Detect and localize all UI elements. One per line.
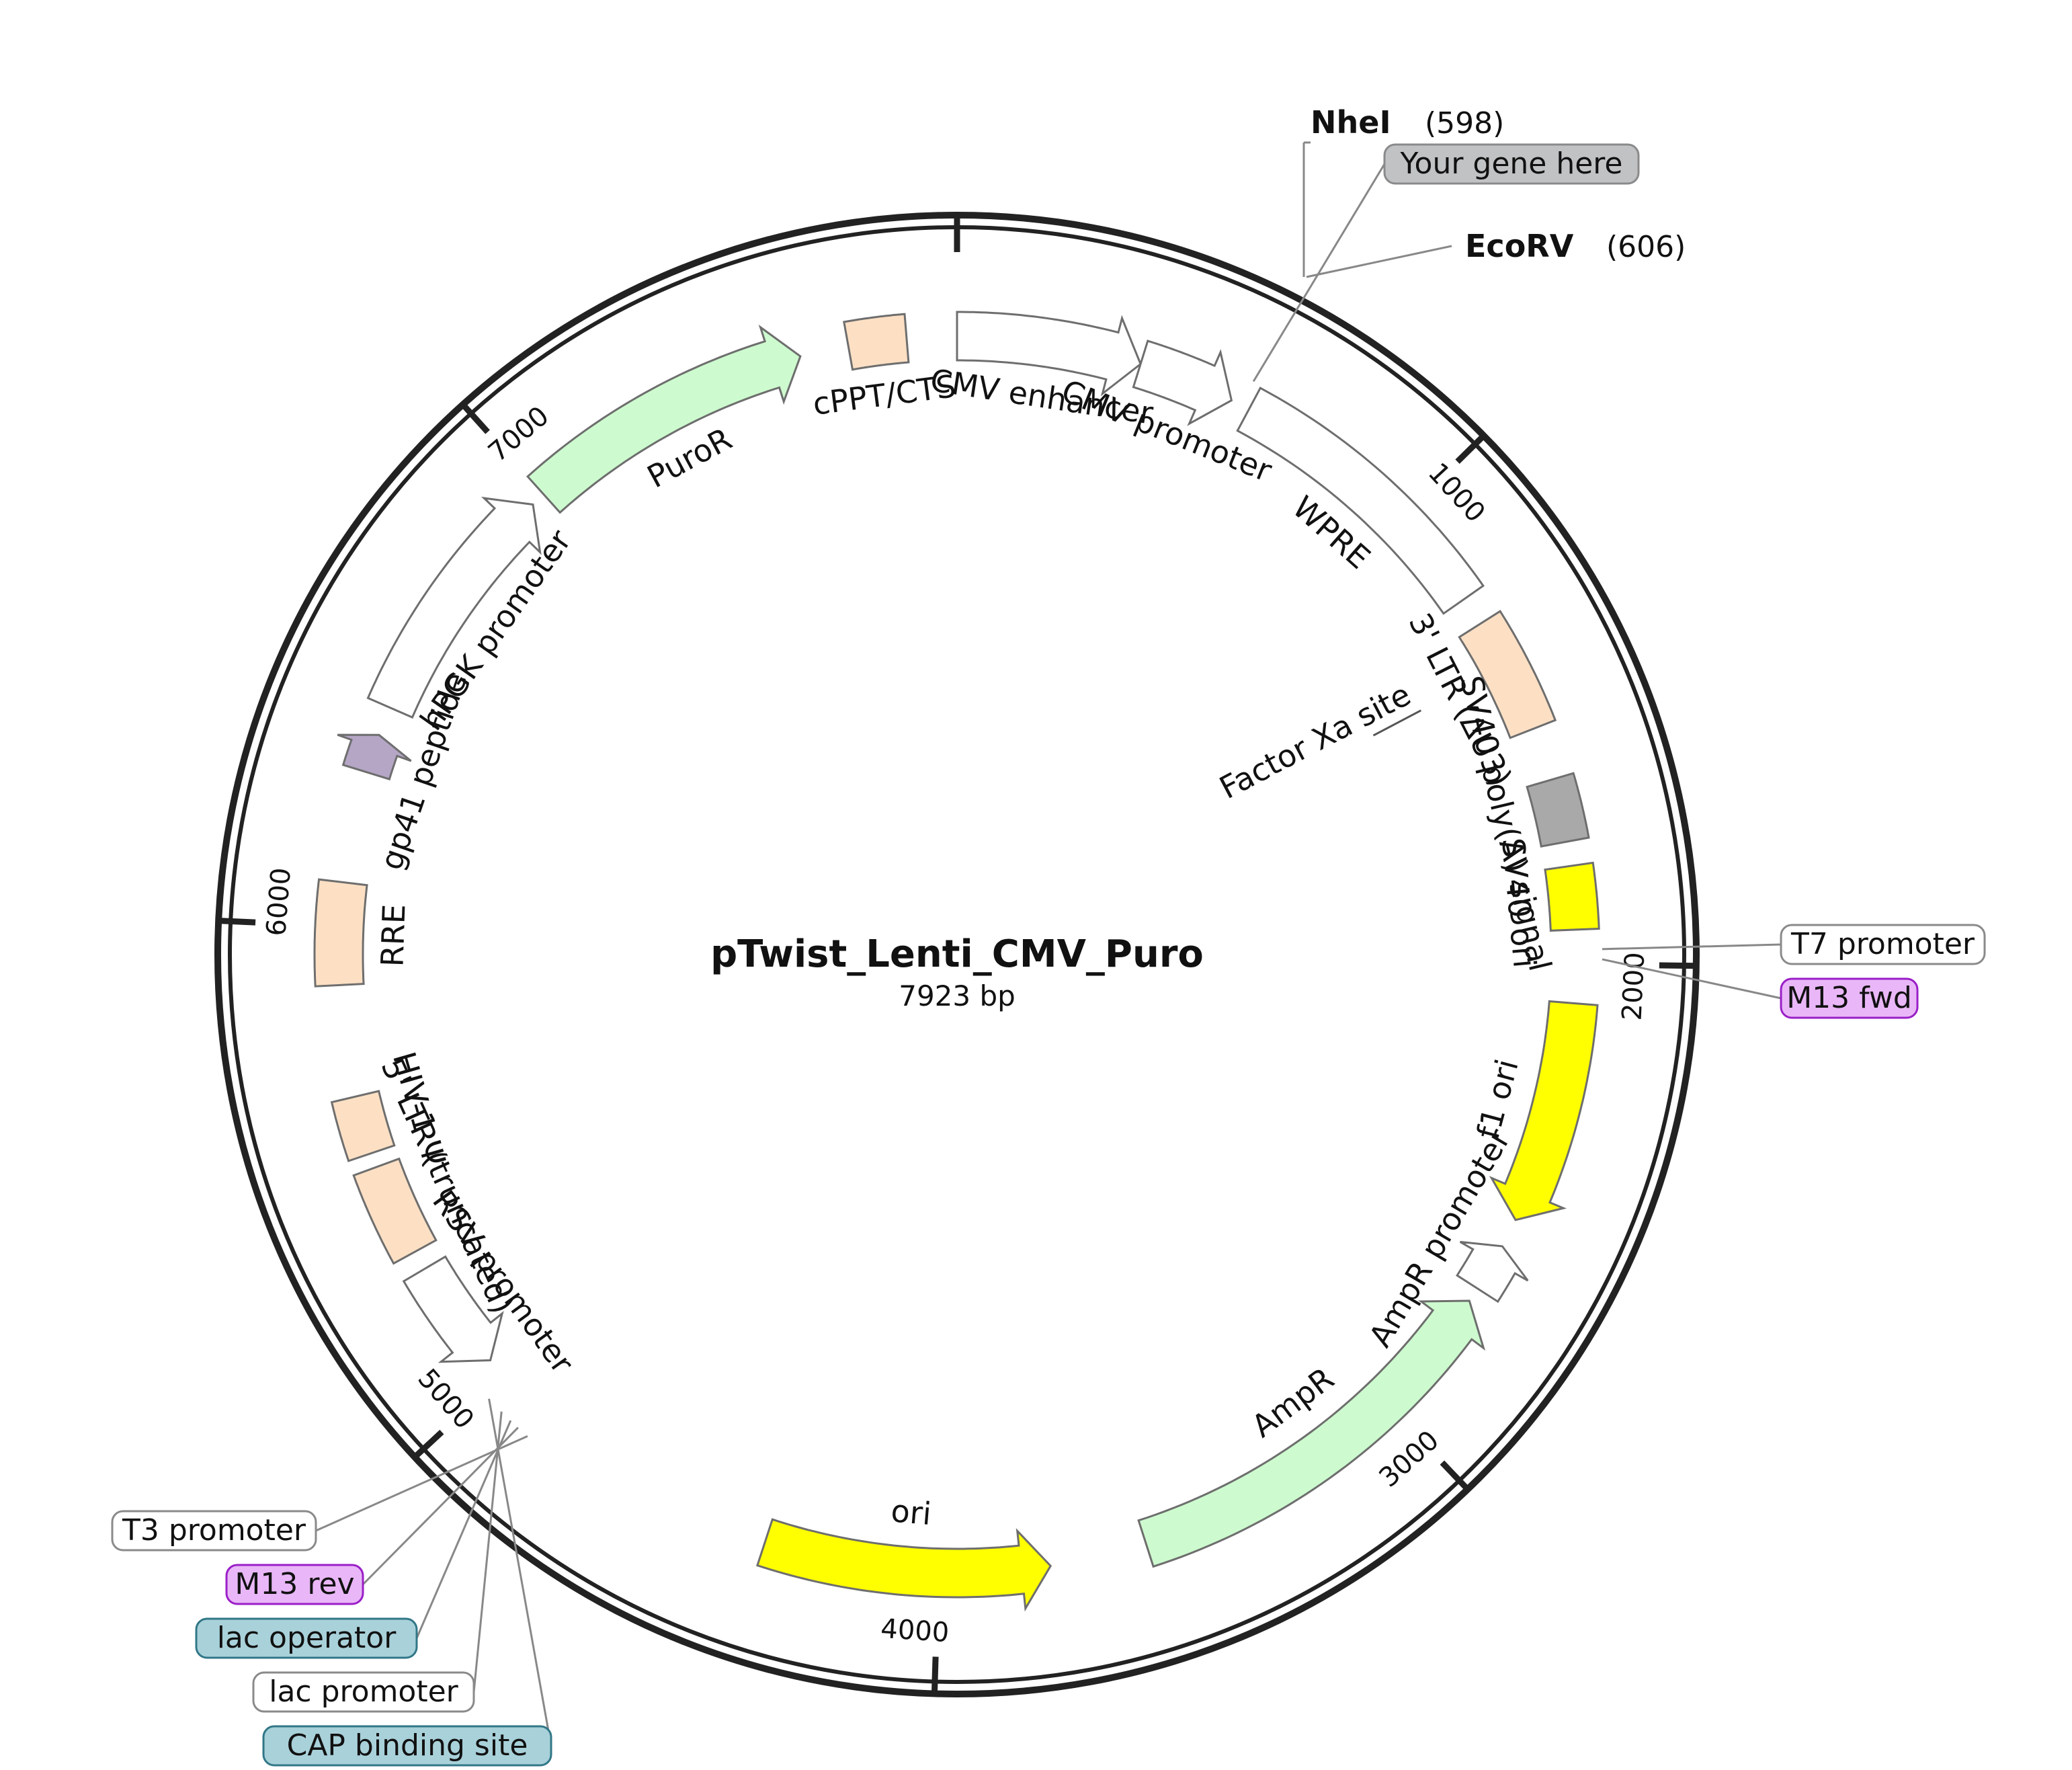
cmv-promoter-shape bbox=[1132, 339, 1233, 426]
t7-promoter-leader bbox=[1602, 943, 1782, 951]
feature-hiv1-psi: HIV-1 Ψ bbox=[330, 1048, 453, 1170]
tick-label: 1000 bbox=[1422, 457, 1491, 528]
wpre-shape bbox=[1236, 387, 1485, 615]
sv40-ori-label: SV40 ori bbox=[1495, 836, 1543, 969]
sv40-polya-shape bbox=[1526, 772, 1590, 848]
tick-mark bbox=[218, 918, 256, 926]
tick-label: 7000 bbox=[483, 401, 554, 469]
lac-operator-leader bbox=[415, 1420, 512, 1639]
gp41-shape bbox=[337, 733, 412, 780]
tick-mark bbox=[1440, 1460, 1470, 1492]
tick-label: 4000 bbox=[880, 1613, 950, 1648]
puror-shape bbox=[526, 324, 802, 514]
m13-rev-leader bbox=[362, 1426, 519, 1586]
hiv1-psi-shape bbox=[330, 1090, 396, 1162]
feature-ori: ori bbox=[756, 1492, 1052, 1612]
tick-label: 2000 bbox=[1617, 951, 1651, 1021]
ori-shape bbox=[756, 1518, 1052, 1612]
feature-rre: RRE bbox=[313, 878, 413, 988]
callout-lac-promoter: lac promoter bbox=[252, 1411, 503, 1713]
m13-fwd-box bbox=[1780, 977, 1919, 1019]
callout-m13-rev: M13 rev bbox=[225, 1426, 519, 1605]
site-ecorv-name: EcoRV bbox=[1465, 228, 1574, 264]
lac-operator-label: lac operator bbox=[217, 1621, 397, 1655]
callout-t7-promoter: T7 promoter bbox=[1602, 924, 1986, 965]
site-nhei-position: (598) bbox=[1425, 106, 1504, 140]
plasmid-name: pTwist_Lenti_CMV_Puro bbox=[710, 932, 1204, 976]
restriction-site-leader bbox=[1306, 245, 1452, 278]
hpgk-shape bbox=[366, 496, 542, 719]
m13-rev-box bbox=[225, 1564, 364, 1605]
tick-mark bbox=[1455, 433, 1486, 464]
cap-site-label: CAP binding site bbox=[287, 1728, 528, 1763]
cap-site-box bbox=[262, 1725, 552, 1767]
ltr3-shape bbox=[1458, 610, 1557, 739]
ori-label: ori bbox=[890, 1492, 933, 1532]
cppt-shape bbox=[843, 313, 910, 371]
cppt-label: cPPT/CTS bbox=[811, 368, 958, 422]
rre-label: RRE bbox=[374, 903, 412, 967]
factor-xa-label: Factor Xa site bbox=[1214, 676, 1417, 806]
tick-mark bbox=[1659, 962, 1696, 969]
ampr-promoter-shape bbox=[1456, 1240, 1529, 1303]
ltr5-shape bbox=[352, 1157, 438, 1265]
callout-m13-fwd: M13 fwd bbox=[1602, 958, 1919, 1019]
rsv-promoter-shape bbox=[402, 1255, 504, 1363]
t3-promoter-label: T3 promoter bbox=[122, 1513, 306, 1547]
feature-hpgk: hPGK promoter bbox=[366, 496, 578, 737]
rre-shape bbox=[313, 878, 368, 988]
m13-rev-label: M13 rev bbox=[235, 1567, 354, 1601]
cmv-enhancer-shape bbox=[956, 311, 1142, 397]
t3-promoter-leader bbox=[315, 1435, 528, 1532]
tick-mark bbox=[460, 402, 490, 434]
tick-label: 6000 bbox=[261, 867, 297, 937]
callout-your-gene: Your gene here bbox=[1252, 143, 1640, 383]
tick-label: 5000 bbox=[411, 1363, 479, 1435]
cap-site-leader bbox=[488, 1398, 552, 1746]
feature-puror: PuroR bbox=[526, 324, 802, 514]
callout-t3-promoter: T3 promoter bbox=[111, 1435, 528, 1552]
site-nhei-name: NheI bbox=[1311, 104, 1391, 140]
sv40-ori-shape bbox=[1544, 861, 1600, 932]
lac-promoter-box bbox=[252, 1671, 475, 1713]
lac-promoter-label: lac promoter bbox=[269, 1675, 458, 1709]
lac-operator-box bbox=[195, 1617, 418, 1659]
f1-ori-shape bbox=[1489, 1000, 1599, 1221]
tick-mark bbox=[413, 1429, 444, 1459]
t3-promoter-box bbox=[111, 1510, 317, 1552]
your-gene-leader bbox=[1252, 163, 1386, 383]
callout-lac-operator: lac operator bbox=[195, 1420, 512, 1659]
plasmid-size: 7923 bp bbox=[899, 979, 1016, 1012]
t7-promoter-box bbox=[1780, 924, 1986, 965]
your-gene-label: Your gene here bbox=[1399, 147, 1622, 181]
callout-cap-site: CAP binding site bbox=[262, 1398, 552, 1767]
ampr-shape bbox=[1137, 1299, 1486, 1568]
your-gene-box bbox=[1383, 143, 1640, 185]
t7-promoter-label: T7 promoter bbox=[1790, 927, 1975, 961]
site-ecorv-position: (606) bbox=[1606, 230, 1686, 264]
m13-fwd-label: M13 fwd bbox=[1786, 981, 1912, 1015]
lac-promoter-leader bbox=[472, 1411, 503, 1693]
tick-mark bbox=[931, 1656, 939, 1694]
factor-xa-mark bbox=[1372, 709, 1421, 737]
m13-fwd-leader bbox=[1602, 958, 1782, 1000]
